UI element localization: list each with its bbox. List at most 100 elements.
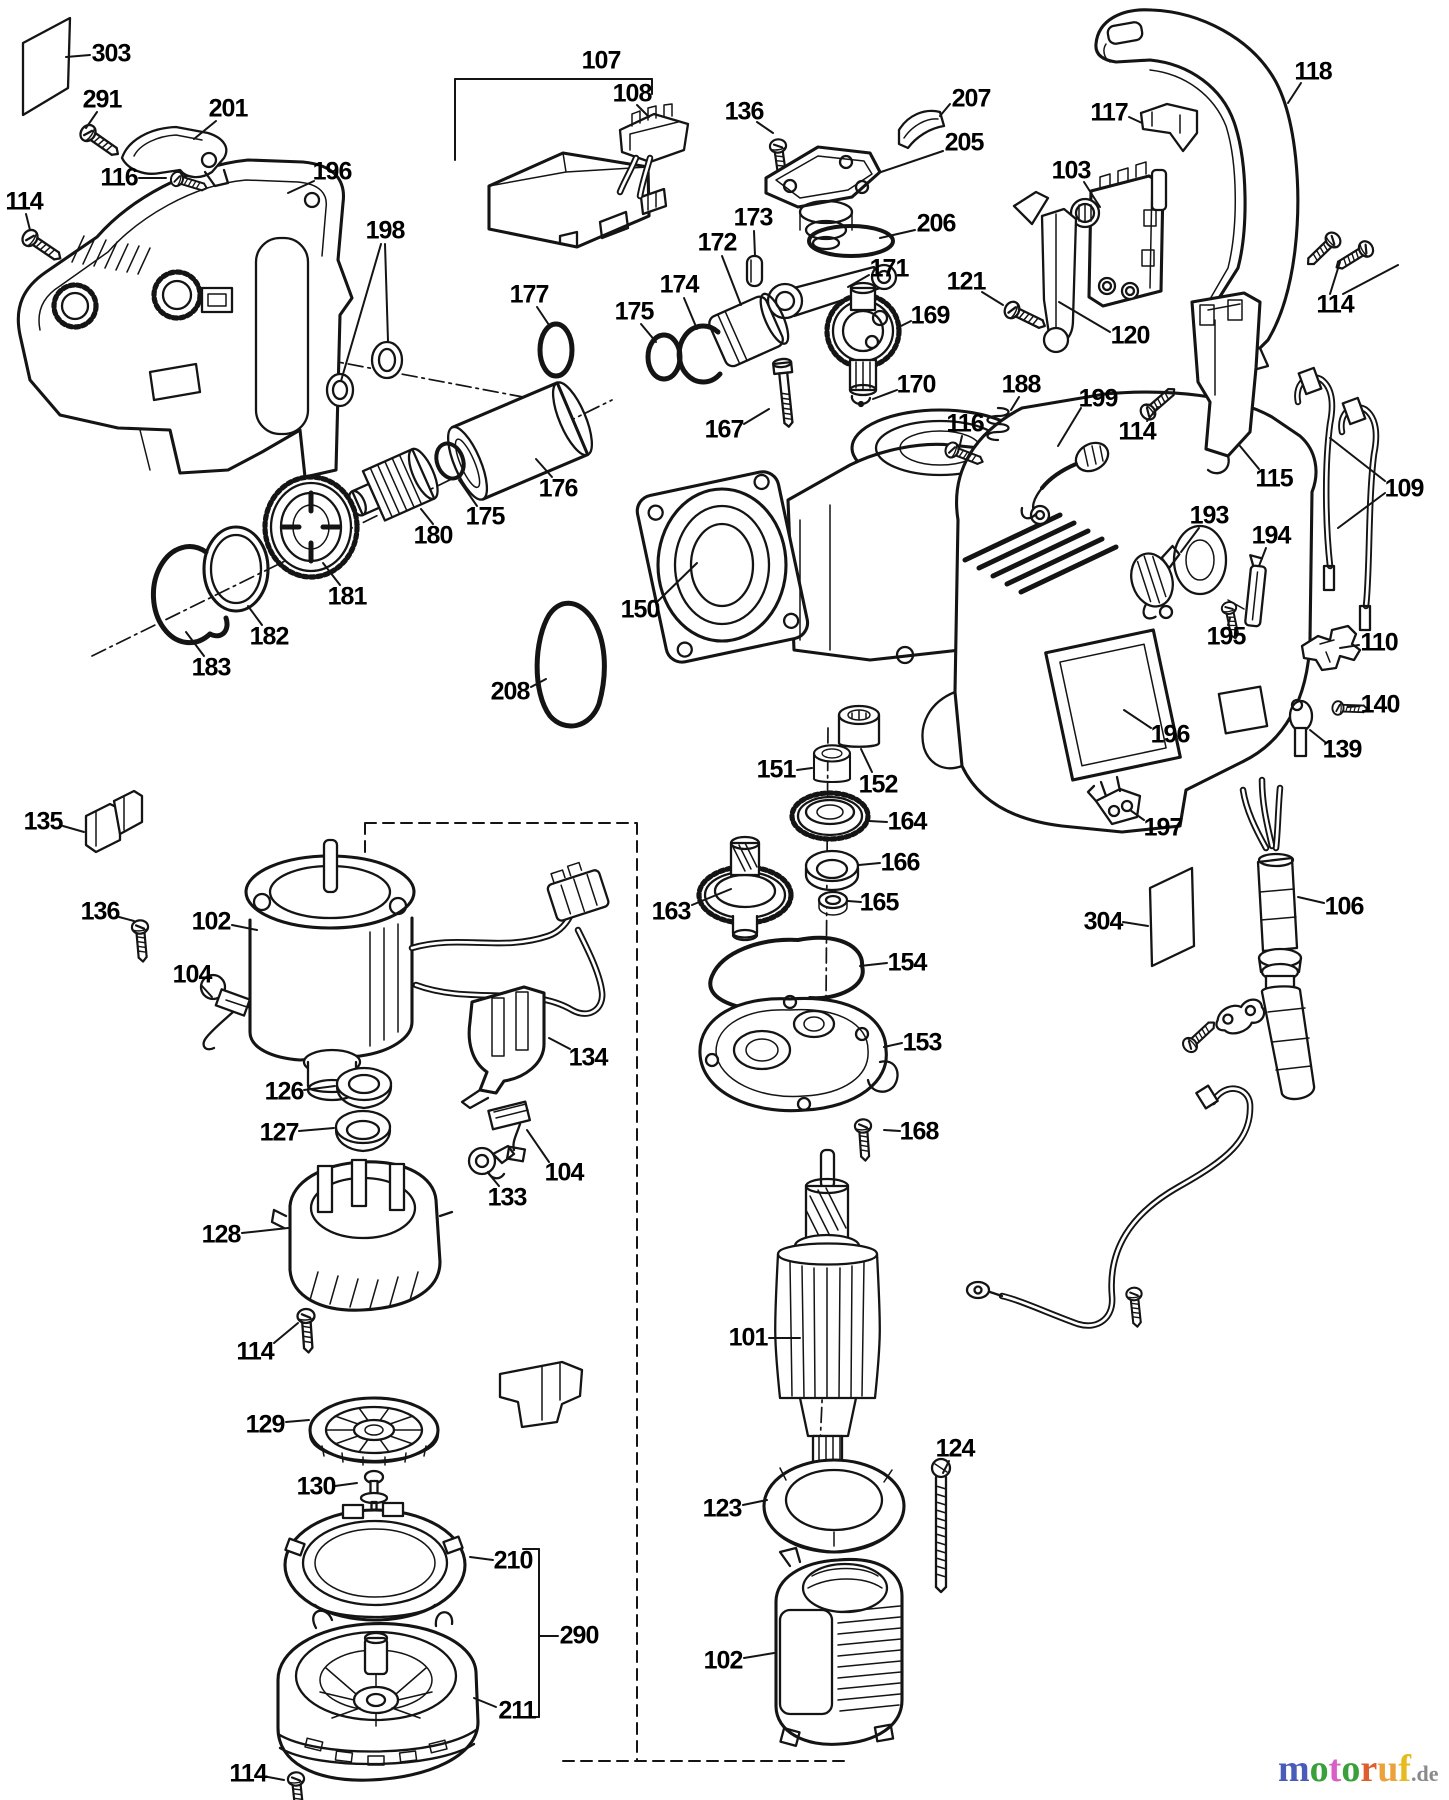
part-label-163-47: 163: [651, 897, 692, 926]
part-206-o-ring: [807, 224, 895, 258]
part-label-140-36: 140: [1360, 690, 1401, 719]
part-label-173-14: 173: [733, 203, 774, 232]
part-label-116-3: 116: [100, 163, 138, 192]
part-180-striker-sleeve: [348, 447, 439, 522]
part-177-o-ring: [537, 321, 575, 379]
part-label-135-62: 135: [23, 807, 64, 836]
part-label-188-26: 188: [1001, 370, 1042, 399]
part-165-washer: [817, 890, 849, 916]
part-115-brush-holder-bracket: [1190, 291, 1262, 475]
part-199-rod: [1020, 441, 1110, 526]
part-197-bracket: [1086, 775, 1142, 826]
part-label-166-45: 166: [880, 848, 921, 877]
part-label-201-2: 201: [208, 94, 249, 123]
part-label-181-78: 181: [327, 582, 368, 611]
part-135-contact: [84, 789, 144, 854]
part-163-gear: [696, 835, 794, 942]
part-label-195-34: 195: [1206, 622, 1247, 651]
part-label-124-53: 124: [935, 1434, 976, 1463]
part-193-brush-cap: [1130, 544, 1181, 620]
part-label-102-64: 102: [191, 907, 232, 936]
part-label-115-30: 115: [1255, 464, 1293, 493]
part-183-circlip: [150, 544, 230, 646]
part-123-fan-baffle-ring: [762, 1458, 906, 1554]
part-167-bolt: [772, 357, 794, 428]
part-label-175-17: 175: [614, 297, 655, 326]
part-label-176-75: 176: [538, 474, 579, 503]
part-134-brush-holder: [460, 985, 546, 1110]
part-208-gasket: [534, 600, 607, 729]
part-label-101-51: 101: [728, 1323, 769, 1352]
part-label-174-16: 174: [659, 270, 700, 299]
part-128-fan-baffle: [270, 1158, 454, 1312]
part-label-154-48: 154: [887, 948, 928, 977]
part-label-126-66: 126: [264, 1077, 305, 1106]
part-label-121-22: 121: [946, 267, 987, 296]
part-label-107-7: 107: [581, 46, 622, 75]
part-188-spring: [986, 406, 1010, 442]
part-label-303-0: 303: [91, 39, 132, 68]
leader-lines: [25, 54, 1399, 1781]
part-303-label-plate: [21, 16, 72, 117]
part-label-167-73: 167: [704, 415, 745, 444]
part-117-clip: [1139, 102, 1199, 153]
part-127-ring: [334, 1109, 392, 1153]
part-label-172-15: 172: [697, 228, 738, 257]
part-110-connector-block: [1300, 624, 1362, 672]
part-label-102-54: 102: [703, 1646, 744, 1675]
part-118-handle: [1094, 8, 1300, 374]
part-151-bearing: [812, 744, 852, 784]
part-label-127-67: 127: [259, 1118, 300, 1147]
part-label-123-52: 123: [702, 1494, 743, 1523]
part-114-screw: [286, 1770, 309, 1800]
part-104-brush-lower: [487, 1100, 532, 1163]
part-label-197-39: 197: [1143, 813, 1184, 842]
part-label-134-71: 134: [568, 1043, 609, 1072]
part-label-169-23: 169: [910, 301, 951, 330]
part-164-gear: [789, 790, 871, 842]
part-label-196-4: 196: [312, 157, 353, 186]
part-label-208-81: 208: [490, 677, 531, 706]
part-168-screw: [853, 1117, 875, 1163]
part-139-terminal: [1288, 698, 1314, 758]
part-205-cover-plate: [764, 145, 882, 251]
part-label-210-57: 210: [493, 1546, 534, 1575]
part-175-o-ring-left: [434, 441, 466, 481]
part-136-screw: [130, 918, 153, 964]
dashed-group-boundary: [364, 822, 846, 1762]
part-label-152-43: 152: [858, 770, 899, 799]
part-109-wires: [1294, 366, 1380, 632]
part-label-177-18: 177: [509, 280, 550, 309]
part-108-connector: [616, 103, 690, 200]
motoruf-watermark: motoruf.de: [1278, 1749, 1448, 1794]
part-label-206-12: 206: [916, 209, 957, 238]
part-201-clip: [120, 125, 230, 188]
part-166-ring: [804, 849, 860, 892]
part-label-114-25: 114: [1316, 290, 1354, 319]
part-130-screw: [359, 1469, 389, 1512]
part-label-108-8: 108: [612, 79, 653, 108]
part-label-205-11: 205: [944, 128, 985, 157]
part-label-114-60: 114: [236, 1337, 274, 1366]
part-label-103-20: 103: [1051, 156, 1092, 185]
motoruf-watermark-letters: motoruf: [1278, 1748, 1411, 1790]
part-198-rings: [325, 340, 404, 408]
part-label-128-68: 128: [201, 1220, 242, 1249]
part-113-clamp: [1215, 998, 1266, 1035]
part-138-ground-wire: [965, 1084, 1254, 1329]
part-label-175-77: 175: [465, 502, 506, 531]
part-106-cord: [1239, 776, 1299, 953]
part-label-193-32: 193: [1189, 501, 1230, 530]
part-label-165-46: 165: [859, 888, 900, 917]
part-label-139-37: 139: [1322, 735, 1363, 764]
part-label-129-55: 129: [245, 1410, 286, 1439]
part-121-screw: [1000, 298, 1050, 335]
part-label-109-31: 109: [1384, 474, 1425, 503]
part-label-291-1: 291: [82, 85, 123, 114]
part-291-screw: [76, 120, 124, 163]
part-label-211-59: 211: [498, 1696, 536, 1725]
part-label-290-58: 290: [559, 1621, 600, 1650]
part-label-170-74: 170: [896, 370, 937, 399]
